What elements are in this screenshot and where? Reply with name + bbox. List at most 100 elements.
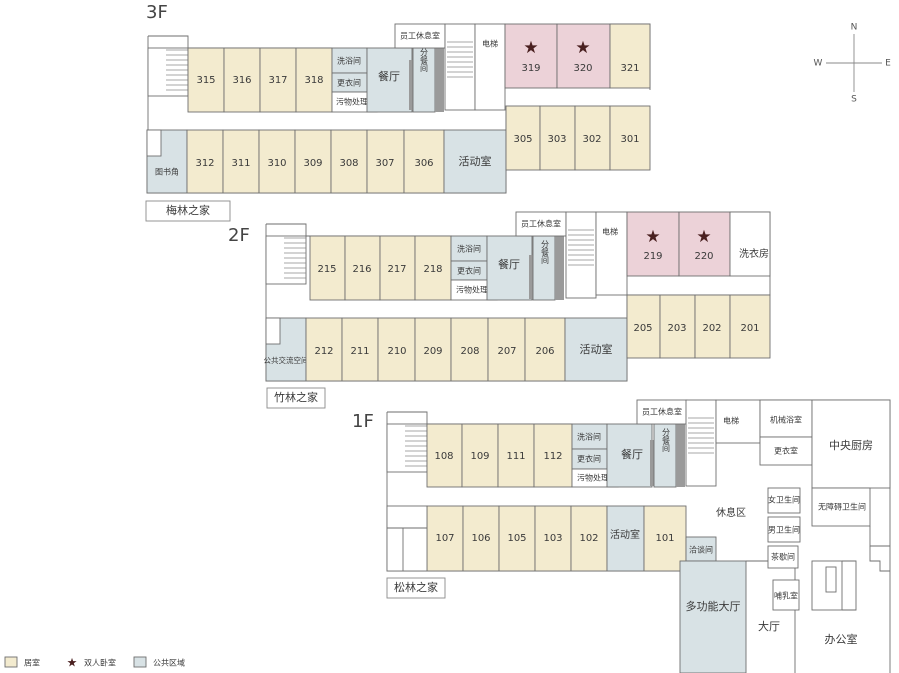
svg-text:洗浴间: 洗浴间 [457, 244, 481, 254]
room-108 [426, 423, 463, 488]
floor-1f: 1F 108 109 111 112 洗浴间 更衣间 污物处理室 餐厅 [352, 399, 891, 673]
compass-icon: N S W E [814, 23, 892, 105]
dining-hall [486, 235, 533, 301]
room-316 [223, 47, 261, 113]
svg-text:电梯: 电梯 [723, 416, 739, 426]
room-320 [556, 23, 611, 89]
svg-text:208: 208 [460, 346, 479, 357]
svg-text:员工休息室: 员工休息室 [521, 219, 561, 229]
room-317 [259, 47, 297, 113]
room-219 [626, 211, 680, 277]
svg-text:洗浴间: 洗浴间 [337, 56, 361, 66]
svg-text:109: 109 [470, 451, 489, 462]
room-210 [377, 317, 416, 382]
floor-label: 3F [146, 2, 168, 23]
laundry-room [729, 211, 771, 277]
room-212 [305, 317, 343, 382]
stair-middle [685, 399, 717, 487]
wc-accessible [811, 487, 871, 527]
svg-text:洗浴间: 洗浴间 [577, 432, 601, 442]
svg-text:215: 215 [317, 264, 336, 275]
svg-text:302: 302 [582, 134, 601, 145]
svg-text:312: 312 [195, 158, 214, 169]
star-icon: ★ [696, 227, 711, 247]
legend: 居室 ★ 双人卧室 公共区域 [4, 656, 185, 670]
room-215 [309, 235, 346, 301]
svg-text:无障碍卫生间: 无障碍卫生间 [818, 502, 866, 512]
room-303 [539, 105, 576, 171]
svg-text:双人卧室: 双人卧室 [84, 658, 116, 668]
svg-text:N: N [851, 23, 858, 33]
elevator [595, 211, 628, 296]
room-103 [534, 505, 572, 572]
legend-swatch-public [133, 656, 147, 668]
mechanical-bath [759, 399, 813, 438]
building-name-tag [386, 577, 446, 599]
svg-text:活动室: 活动室 [580, 342, 613, 356]
room-315 [187, 47, 225, 113]
svg-text:205: 205 [633, 323, 652, 334]
svg-text:活动室: 活动室 [610, 528, 640, 541]
svg-text:S: S [851, 95, 857, 105]
svg-text:分餐间: 分餐间 [662, 428, 671, 453]
svg-text:201: 201 [740, 323, 759, 334]
room-102 [570, 505, 608, 572]
star-icon: ★ [523, 38, 538, 58]
svg-text:污物处理室: 污物处理室 [336, 97, 376, 107]
room-301 [609, 105, 651, 171]
svg-text:更衣间: 更衣间 [577, 454, 601, 464]
svg-text:307: 307 [375, 158, 394, 169]
svg-text:多功能大厅: 多功能大厅 [686, 599, 741, 613]
svg-text:106: 106 [471, 533, 490, 544]
wc-female [767, 487, 801, 514]
svg-text:211: 211 [350, 346, 369, 357]
svg-text:202: 202 [702, 323, 721, 334]
svg-text:公共区域: 公共区域 [153, 658, 185, 668]
tea-room [767, 545, 799, 569]
svg-text:207: 207 [497, 346, 516, 357]
svg-text:105: 105 [507, 533, 526, 544]
room-201 [729, 294, 771, 359]
svg-text:电梯: 电梯 [482, 39, 498, 49]
svg-text:更衣间: 更衣间 [457, 266, 481, 276]
svg-text:206: 206 [535, 346, 554, 357]
svg-text:餐厅: 餐厅 [378, 69, 400, 83]
floor-2f: 2F 215 216 217 218 洗浴间 更衣间 污物处理室 餐厅 [228, 211, 771, 409]
activity-room [443, 129, 507, 194]
svg-text:311: 311 [231, 158, 250, 169]
room-211 [341, 317, 379, 382]
room-number: 317 [268, 75, 287, 86]
room-number: 315 [196, 75, 215, 86]
legend-swatch-resident [4, 656, 18, 668]
svg-text:分餐间: 分餐间 [420, 48, 429, 73]
svg-text:洽谈间: 洽谈间 [689, 545, 713, 555]
svg-text:108: 108 [434, 451, 453, 462]
room-302 [574, 105, 611, 171]
svg-text:办公室: 办公室 [825, 632, 858, 646]
room-305 [505, 105, 541, 171]
svg-text:212: 212 [314, 346, 333, 357]
building-name-tag [266, 387, 326, 409]
room-209 [414, 317, 452, 382]
room-220 [678, 211, 731, 277]
svg-text:309: 309 [303, 158, 322, 169]
room-306 [403, 129, 445, 194]
stair-left [147, 47, 189, 97]
svg-text:员工休息室: 员工休息室 [642, 407, 682, 417]
svg-text:101: 101 [655, 533, 674, 544]
activity-room [564, 317, 628, 382]
room-109 [461, 423, 499, 488]
office-partitions [811, 526, 890, 611]
room-318 [295, 47, 333, 113]
svg-text:112: 112 [543, 451, 562, 462]
svg-text:219: 219 [643, 251, 662, 262]
nursing-room [772, 579, 800, 611]
room-111 [497, 423, 535, 488]
svg-text:210: 210 [387, 346, 406, 357]
svg-text:松林之家: 松林之家 [394, 580, 438, 594]
star-icon: ★ [67, 656, 78, 670]
svg-text:218: 218 [423, 264, 442, 275]
svg-text:哺乳室: 哺乳室 [774, 591, 798, 601]
svg-text:女卫生间: 女卫生间 [768, 495, 800, 505]
